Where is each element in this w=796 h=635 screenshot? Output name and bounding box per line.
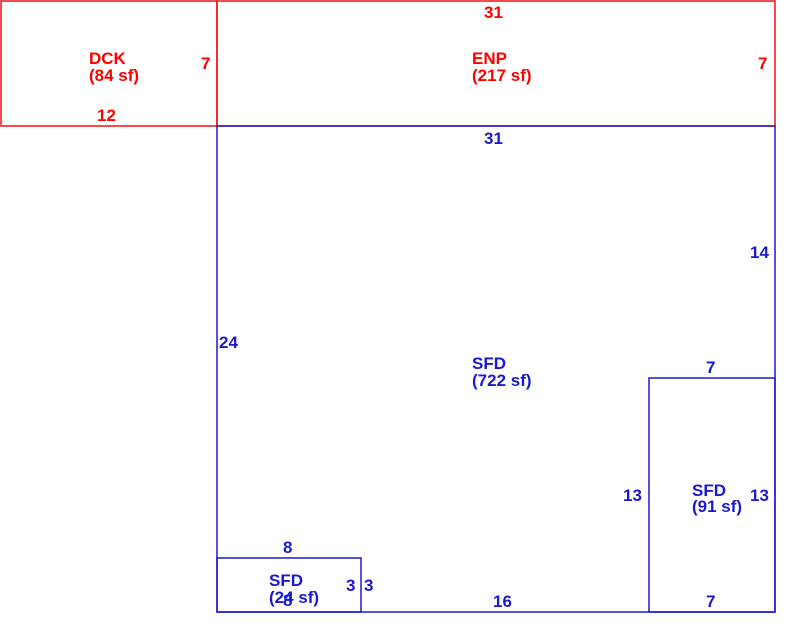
sfd-right-area: (91 sf) [692,497,742,516]
sfd-main-dim-bottom: 16 [493,592,512,611]
sfd-right-dim-top: 7 [706,358,715,377]
sfd-small-dim-right: 3 [364,576,373,595]
sfd-main-outline[interactable] [216,125,776,613]
dck-area: (84 sf) [89,66,139,85]
sfd-small-dim-left: 3 [346,576,355,595]
sfd-right-dim-left: 13 [623,486,642,505]
sfd-main-dim-right: 14 [750,243,769,262]
sfd-small-dim-top: 8 [283,538,292,557]
dck-code: DCK [89,49,127,68]
enp-code: ENP [472,49,507,68]
sfd-right-dim-right: 13 [750,486,769,505]
sfd-main-code: SFD [472,354,506,373]
sfd-right-code: SFD [692,481,726,500]
sfd-small-code: SFD [269,571,303,590]
sfd-right-dim-bottom: 7 [706,592,715,611]
sfd-small-dim-bottom: 8 [283,591,292,610]
enp-area: (217 sf) [472,66,532,85]
sfd-small-outline[interactable] [216,557,362,613]
enp-dim-top: 31 [484,3,503,22]
enp-dim-right: 7 [758,54,767,73]
sfd-small-area: (24 sf) [269,588,319,607]
dck-dim-right: 7 [201,54,210,73]
sfd-main-dim-left: 24 [219,333,238,352]
sfd-right-outline[interactable] [648,377,776,613]
dck-dim-bottom: 12 [97,106,116,125]
sfd-main-dim-top: 31 [484,129,503,148]
sfd-main-area: (722 sf) [472,371,532,390]
